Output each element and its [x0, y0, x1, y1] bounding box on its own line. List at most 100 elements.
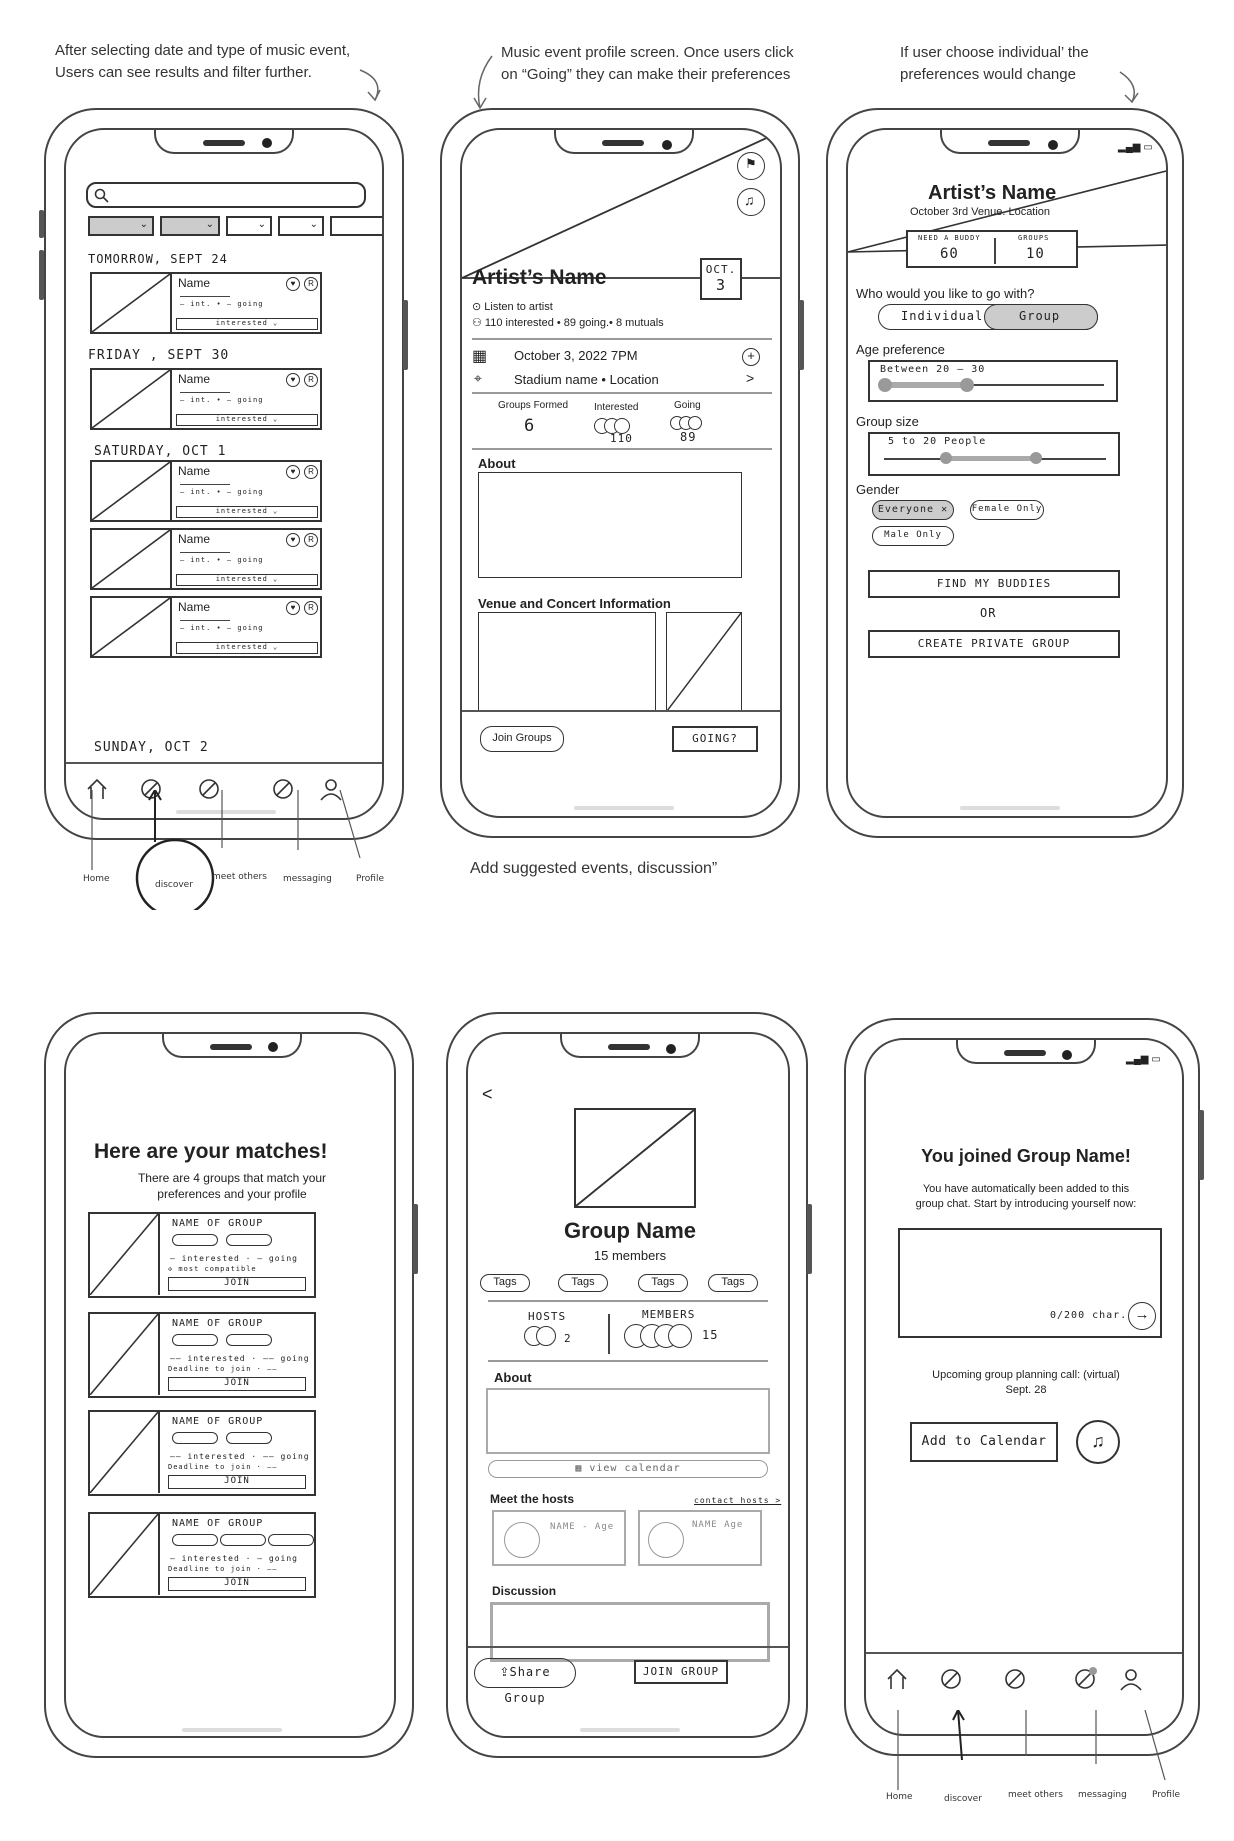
group-card-note: Deadline to join · —— — [168, 1463, 278, 1471]
add-to-calendar-button[interactable]: Add to Calendar — [910, 1422, 1058, 1462]
chevron-right-icon[interactable]: > — [746, 370, 755, 386]
home-icon[interactable] — [884, 1666, 910, 1692]
going-button[interactable]: GOING? — [672, 726, 758, 752]
home-icon[interactable] — [84, 776, 110, 802]
filter-dropdown[interactable]: ⌄ — [160, 216, 220, 236]
share-icon[interactable]: R — [304, 465, 318, 479]
about-heading: About — [494, 1370, 532, 1385]
share-icon[interactable]: R — [304, 601, 318, 615]
profile-icon[interactable] — [1118, 1666, 1144, 1692]
annotation-arrows — [359, 55, 1139, 110]
group-size-label: Group size — [856, 414, 919, 429]
meet-others-icon[interactable] — [196, 776, 222, 802]
view-calendar-button[interactable]: ▦ view calendar — [488, 1460, 768, 1478]
group-thumbnail — [90, 1412, 160, 1493]
discover-icon[interactable] — [938, 1666, 964, 1692]
heart-icon[interactable]: ♥ — [286, 465, 300, 479]
nav-callout-lines — [897, 1710, 1166, 1790]
filter-dropdown[interactable]: ⌄ — [88, 216, 154, 236]
heart-icon[interactable]: ♥ — [286, 277, 300, 291]
create-group-button[interactable]: CREATE PRIVATE GROUP — [868, 630, 1120, 658]
messaging-icon[interactable] — [1072, 1666, 1098, 1692]
gender-male-chip[interactable]: Male Only — [872, 526, 954, 546]
join-group-button[interactable]: JOIN GROUP — [634, 1660, 728, 1684]
toggle-group[interactable]: Group — [984, 304, 1098, 330]
heart-icon[interactable]: ♥ — [286, 533, 300, 547]
intro-message-input[interactable]: 0/200 char. → — [898, 1228, 1162, 1338]
notification-bell-icon[interactable]: ♫ — [1076, 1420, 1120, 1464]
find-buddies-button[interactable]: FIND MY BUDDIES — [868, 570, 1120, 598]
annotation-screen3: If user choose individual’ the preferenc… — [900, 42, 1089, 86]
phone-results: ⌄ ⌄ ⌄ ⌄ TOMORROW, SEPT 24 FRIDAY , SEPT … — [39, 108, 408, 840]
gender-everyone-chip[interactable]: Everyone ✕ — [872, 500, 954, 520]
age-slider[interactable]: Between 20 – 30 — [868, 360, 1118, 402]
interested-dropdown[interactable]: interested ⌄ — [176, 642, 318, 654]
tag-chip[interactable]: Tags — [558, 1274, 608, 1292]
discussion-heading: Discussion — [492, 1584, 557, 1598]
join-button[interactable]: JOIN — [168, 1475, 306, 1489]
filter-dropdown[interactable]: ⌄ — [278, 216, 324, 236]
group-card-name: NAME OF GROUP — [172, 1518, 264, 1529]
tag-chip[interactable]: Tags — [480, 1274, 530, 1292]
event-stats: ⚇ 110 interested • 89 going.• 8 mutuals — [472, 317, 664, 329]
group-card-name: NAME OF GROUP — [172, 1318, 264, 1329]
join-button[interactable]: JOIN — [168, 1277, 306, 1291]
event-card-going: — int. • — going — [180, 488, 264, 496]
group-size-slider[interactable]: 5 to 20 People — [868, 432, 1120, 476]
tag-chip[interactable]: Tags — [708, 1274, 758, 1292]
contact-hosts-link[interactable]: contact hosts > — [694, 1496, 782, 1505]
join-button[interactable]: JOIN — [168, 1577, 306, 1591]
listen-link[interactable]: ⊙ Listen to artist — [472, 301, 553, 313]
phone-event: ⚑ ♫ OCT. 3 Artist’s Name ⊙ Listen to art… — [440, 108, 804, 838]
share-icon[interactable]: R — [304, 277, 318, 291]
group-card-name: NAME OF GROUP — [172, 1218, 264, 1229]
event-thumbnail — [92, 370, 172, 428]
heart-icon[interactable]: ♥ — [286, 373, 300, 387]
messaging-icon[interactable] — [270, 776, 296, 802]
interested-dropdown[interactable]: interested ⌄ — [176, 506, 318, 518]
gender-female-chip[interactable]: Female Only — [970, 500, 1044, 520]
event-venue[interactable]: Stadium name • Location — [514, 372, 659, 387]
join-groups-button[interactable]: Join Groups — [480, 726, 564, 752]
filter-dropdown[interactable] — [330, 216, 382, 236]
match-card[interactable]: NAME OF GROUP— interested · — going✣ mos… — [88, 1212, 316, 1298]
heart-icon[interactable]: ♥ — [286, 601, 300, 615]
interested-dropdown[interactable]: interested ⌄ — [176, 574, 318, 586]
filter-dropdown[interactable]: ⌄ — [226, 216, 272, 236]
bell-icon[interactable]: ♫ — [737, 188, 765, 216]
join-button[interactable]: JOIN — [168, 1377, 306, 1391]
group-card-name: NAME OF GROUP — [172, 1416, 264, 1427]
profile-icon[interactable] — [318, 776, 344, 802]
matches-title: Here are your matches! — [94, 1140, 328, 1163]
meet-others-icon[interactable] — [1002, 1666, 1028, 1692]
interested-dropdown[interactable]: interested ⌄ — [176, 414, 318, 426]
tag-chip[interactable]: Tags — [638, 1274, 688, 1292]
nav-label-profile: Profile — [1152, 1790, 1180, 1800]
back-button[interactable]: < — [482, 1084, 493, 1104]
search-input[interactable] — [86, 182, 366, 208]
tag-chip — [172, 1334, 218, 1346]
add-icon[interactable]: + — [742, 348, 760, 366]
bookmark-icon[interactable]: ⚑ — [737, 152, 765, 180]
or-label: OR — [980, 606, 997, 620]
tag-chip — [172, 1234, 218, 1246]
host-card[interactable]: NAME Age — [638, 1510, 762, 1566]
send-arrow-icon[interactable]: → — [1128, 1302, 1156, 1330]
groups-formed-value: 6 — [524, 416, 536, 436]
share-icon[interactable]: R — [304, 373, 318, 387]
nav-label-discover: discover — [944, 1794, 982, 1804]
host-card[interactable]: NAME - Age — [492, 1510, 626, 1566]
share-icon[interactable]: R — [304, 533, 318, 547]
screen: ▂▄▆ ▭ You joined Group Name! You have au… — [864, 1038, 1184, 1736]
interested-dropdown[interactable]: interested ⌄ — [176, 318, 318, 330]
tag-chip — [268, 1534, 314, 1546]
share-group-button[interactable]: ⇪Share Group — [474, 1658, 576, 1705]
